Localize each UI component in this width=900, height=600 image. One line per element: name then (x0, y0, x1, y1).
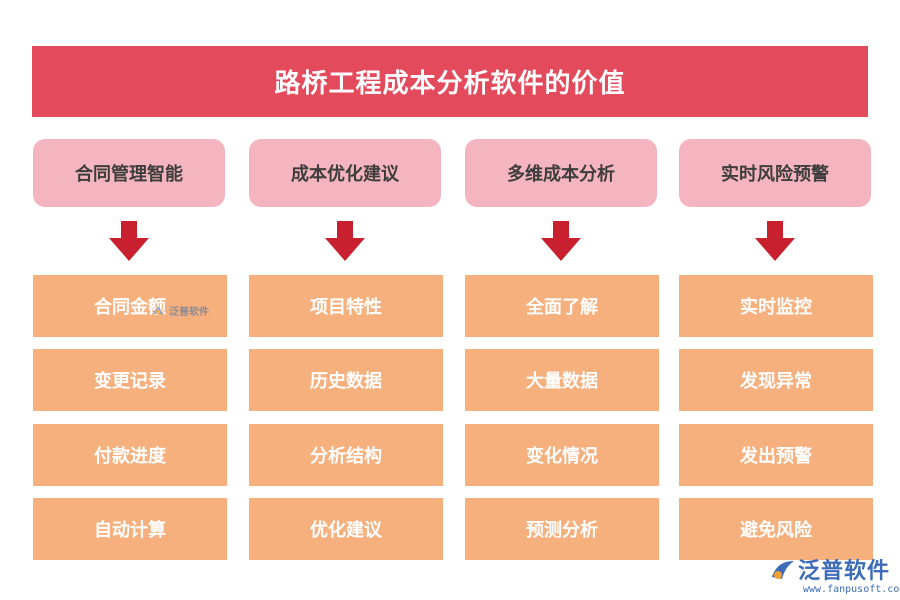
value-item-text: 避免风险 (740, 520, 812, 541)
value-item: 付款进度 (33, 424, 227, 486)
value-item-text: 全面了解 (526, 297, 598, 318)
diagram-title: 路桥工程成本分析软件的价值 (274, 69, 626, 99)
watermark-logo-icon (152, 306, 164, 314)
column-header-text: 实时风险预警 (721, 164, 829, 185)
brand-logo: 泛普软件 www.fanpusoft.com (770, 553, 900, 597)
value-item-text: 实时监控 (740, 297, 812, 318)
value-item-text: 分析结构 (310, 446, 382, 467)
value-item-text: 变化情况 (526, 446, 598, 467)
column-multidimensional-analysis: 多维成本分析 全面了解 大量数据 变化情况 预测分析 (465, 0, 659, 600)
value-item-text: 付款进度 (94, 446, 166, 467)
value-item-text: 大量数据 (526, 371, 598, 392)
column-header-text: 多维成本分析 (507, 164, 615, 185)
value-item-text: 预测分析 (526, 520, 598, 541)
value-item: 实时监控 (679, 275, 873, 337)
column-header: 实时风险预警 (679, 139, 871, 207)
value-item: 分析结构 (249, 424, 443, 486)
down-arrow-icon (325, 221, 365, 261)
value-item: 全面了解 (465, 275, 659, 337)
column-header-text: 成本优化建议 (291, 164, 399, 185)
column-contract-management: 合同管理智能 合同金额 变更记录 付款进度 自动计算 (33, 0, 227, 600)
title-banner: 路桥工程成本分析软件的价值 (32, 46, 868, 117)
value-item-text: 项目特性 (310, 297, 382, 318)
down-arrow-icon (755, 221, 795, 261)
column-risk-warning: 实时风险预警 实时监控 发现异常 发出预警 避免风险 (679, 0, 873, 600)
value-item: 预测分析 (465, 498, 659, 560)
value-item-text: 发出预警 (740, 446, 812, 467)
value-item-text: 合同金额 (94, 297, 166, 318)
column-header: 合同管理智能 (33, 139, 225, 207)
column-cost-optimization: 成本优化建议 项目特性 历史数据 分析结构 优化建议 (249, 0, 443, 600)
value-item-text: 历史数据 (310, 371, 382, 392)
value-item-text: 变更记录 (94, 371, 166, 392)
value-item: 避免风险 (679, 498, 873, 560)
watermark: 泛普软件 (150, 302, 209, 318)
value-item: 发现异常 (679, 349, 873, 411)
column-header: 成本优化建议 (249, 139, 441, 207)
value-item: 自动计算 (33, 498, 227, 560)
fanpu-logo-icon (772, 561, 794, 579)
down-arrow-icon (541, 221, 581, 261)
value-item: 历史数据 (249, 349, 443, 411)
value-item-text: 优化建议 (310, 520, 382, 541)
column-header: 多维成本分析 (465, 139, 657, 207)
value-item: 合同金额 (33, 275, 227, 337)
value-item: 项目特性 (249, 275, 443, 337)
column-header-text: 合同管理智能 (75, 164, 183, 185)
value-item: 优化建议 (249, 498, 443, 560)
logo-url-text: www.fanpusoft.com (803, 584, 900, 595)
watermark-text: 泛普软件 (169, 306, 209, 318)
value-item-text: 自动计算 (94, 520, 166, 541)
value-item: 变更记录 (33, 349, 227, 411)
value-item: 大量数据 (465, 349, 659, 411)
value-item: 发出预警 (679, 424, 873, 486)
value-item: 变化情况 (465, 424, 659, 486)
logo-brand-text: 泛普软件 (798, 559, 891, 584)
down-arrow-icon (109, 221, 149, 261)
value-item-text: 发现异常 (740, 371, 812, 392)
